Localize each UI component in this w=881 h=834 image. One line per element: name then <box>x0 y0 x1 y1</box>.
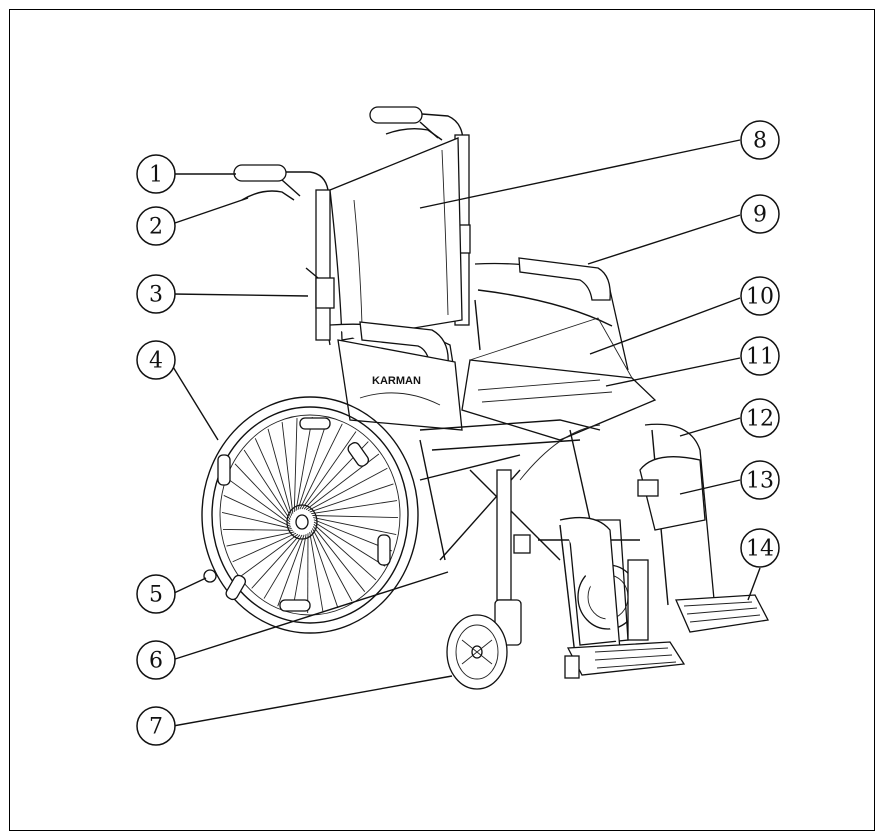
leader-lines <box>169 139 761 727</box>
callout-number: 6 <box>149 649 163 674</box>
cross-frame <box>419 419 640 601</box>
diagram-frame <box>9 9 875 831</box>
callout-1: 1 <box>136 154 176 194</box>
brake-lever-right <box>385 127 443 141</box>
callout-number: 3 <box>149 283 163 308</box>
callout-circle <box>740 398 780 438</box>
callout-10: 10 <box>740 276 780 316</box>
callout-number: 7 <box>149 715 163 740</box>
push-handle-right <box>369 106 464 141</box>
callout-number: 9 <box>753 203 767 228</box>
callout-circle <box>136 574 176 614</box>
callout-2: 2 <box>136 206 176 246</box>
seat-cushion <box>461 359 657 441</box>
callout-9: 9 <box>740 194 780 234</box>
callout-number: 12 <box>746 407 774 432</box>
callout-7: 7 <box>136 706 176 746</box>
brand-logo: KARMAN <box>372 375 421 387</box>
callout-number: 10 <box>746 285 774 310</box>
callout-number: 4 <box>149 349 163 374</box>
callout-circle <box>740 460 780 500</box>
callout-3: 3 <box>136 274 176 314</box>
brake-lever-left <box>241 190 295 201</box>
callout-circle <box>136 706 176 746</box>
callout-circle <box>740 194 780 234</box>
callout-14: 14 <box>740 528 780 568</box>
callout-number: 2 <box>149 215 163 240</box>
side-guard-left <box>337 339 463 431</box>
callout-4: 4 <box>136 340 176 380</box>
callout-8: 8 <box>740 120 780 160</box>
callout-circle <box>136 206 176 246</box>
rear-wheel <box>201 396 419 634</box>
callout-12: 12 <box>740 398 780 438</box>
callout-number: 13 <box>746 469 774 494</box>
callout-13: 13 <box>740 460 780 500</box>
axle-release-button <box>203 569 217 583</box>
callout-circle <box>740 336 780 376</box>
footrest-right <box>637 423 769 633</box>
callout-circle <box>740 528 780 568</box>
callout-5: 5 <box>136 574 176 614</box>
callout-number: 1 <box>149 163 163 188</box>
callout-circle <box>136 340 176 380</box>
push-handle-left <box>233 164 329 197</box>
callout-number: 5 <box>149 583 163 608</box>
callout-circle <box>740 120 780 160</box>
callout-circle <box>136 274 176 314</box>
callout-circle <box>136 154 176 194</box>
callout-number: 14 <box>746 537 774 562</box>
wheelchair-illustration: KARMAN <box>201 106 769 690</box>
callout-number: 8 <box>753 129 767 154</box>
callout-circle <box>136 640 176 680</box>
backrest <box>329 137 463 341</box>
callout-11: 11 <box>740 336 780 376</box>
footrest-left <box>559 516 686 679</box>
armrest-right <box>474 257 629 371</box>
front-caster <box>446 599 522 690</box>
callout-circle <box>740 276 780 316</box>
callout-6: 6 <box>136 640 176 680</box>
back-frame <box>305 134 471 346</box>
callout-number: 11 <box>746 345 774 370</box>
